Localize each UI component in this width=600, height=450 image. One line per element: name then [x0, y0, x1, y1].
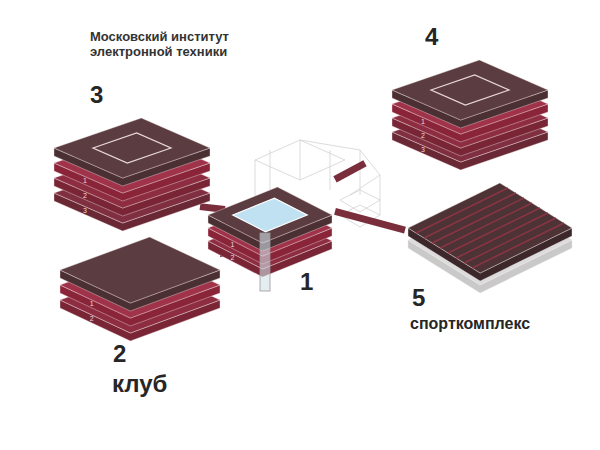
building-number: 1	[300, 270, 313, 294]
roof-stripe	[424, 193, 516, 238]
roof-slab-top	[392, 60, 548, 120]
building-name: спорткомплекс	[410, 316, 530, 332]
walkway-connector	[200, 207, 225, 210]
floor-number: 3	[421, 146, 425, 153]
roof-stripe	[464, 218, 556, 263]
building-node: 1	[225, 175, 335, 303]
roof-stripe	[456, 213, 548, 258]
glass-roof	[233, 198, 307, 232]
roof-slab-top	[54, 118, 210, 178]
walkway-connector	[335, 211, 405, 230]
walkway-line	[335, 211, 405, 230]
glass-elevator	[260, 233, 270, 291]
roof-stripe	[472, 223, 564, 268]
building-node: 2 клуб	[55, 238, 220, 403]
courtyard	[93, 133, 171, 163]
floor-number: 1	[83, 177, 87, 184]
floor-number: 3	[83, 207, 87, 214]
courtyard	[431, 75, 509, 105]
walkway-connector	[335, 163, 365, 179]
building-number: 2	[113, 342, 126, 366]
floor-number: 1	[90, 300, 94, 307]
building-slabs	[225, 175, 335, 303]
building-number: 3	[90, 83, 103, 107]
building-node: 4	[365, 25, 535, 175]
building-slabs	[50, 80, 200, 235]
floor-number: 1	[421, 118, 425, 125]
building-node: 5 спорткомплекс	[405, 178, 590, 348]
floor-number: 1	[231, 241, 235, 248]
floor-number: 2	[83, 192, 87, 199]
walkway-line	[335, 163, 365, 179]
roof-stripe	[432, 198, 524, 243]
walkway-line	[200, 207, 225, 210]
floor-number: 2	[421, 132, 425, 139]
floor-number: 2	[231, 254, 235, 261]
roof-stripe	[448, 208, 540, 253]
roof-slab-top	[60, 237, 220, 303]
floor-number: 2	[90, 315, 94, 322]
building-name: клуб	[112, 372, 167, 396]
building-slabs	[365, 25, 535, 175]
title-text: Московский институт электронной техники	[90, 30, 260, 60]
sport-roof-top	[408, 183, 572, 273]
roof-stripe	[416, 188, 508, 233]
building-number: 5	[412, 286, 425, 310]
building-node: 3	[50, 80, 200, 235]
roof-stripe	[440, 203, 532, 248]
building-number: 4	[425, 25, 438, 49]
